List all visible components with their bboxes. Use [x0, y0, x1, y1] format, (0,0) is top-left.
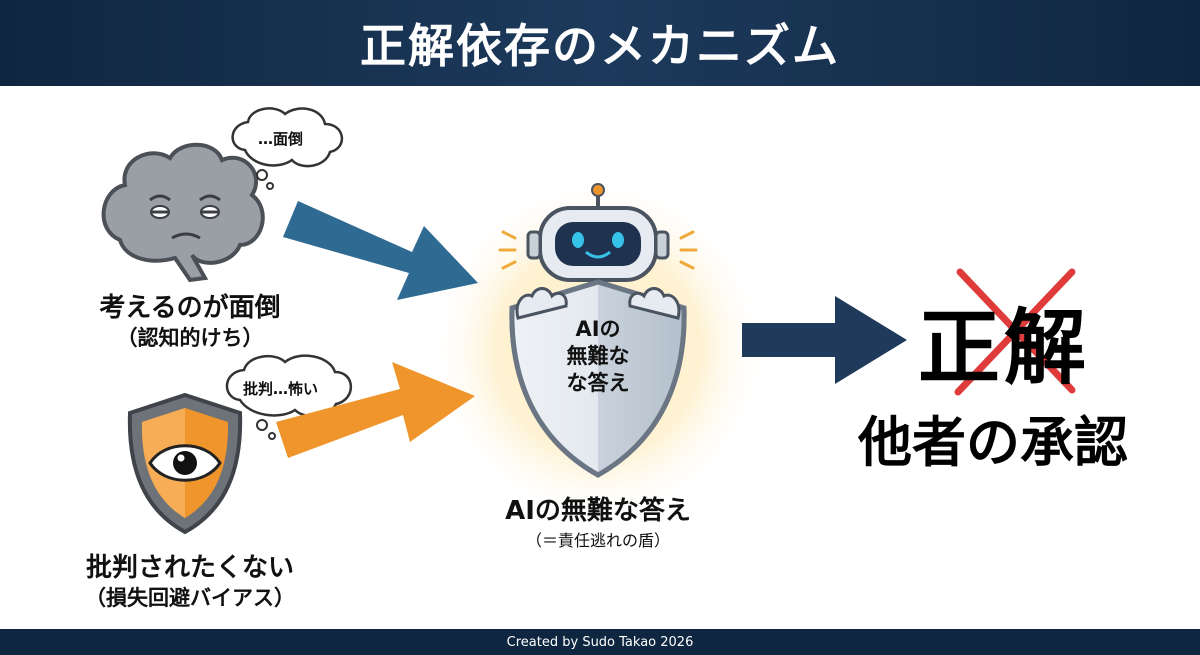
criticism-fear-label: 批判されたくない	[85, 553, 294, 583]
center-shield	[509, 279, 687, 478]
tired-brain-icon	[101, 142, 265, 283]
crossed-correct-answer: 正解	[918, 301, 1091, 396]
diagram-canvas	[101, 107, 1076, 535]
shield-text: AIの 無難な な答え	[548, 316, 648, 397]
robot-icon	[498, 183, 698, 282]
shield-line-2: 無難な	[566, 344, 630, 368]
shield-line-1: AIの	[575, 317, 621, 341]
credit-footer: Created by Sudo Takao 2026	[0, 629, 1200, 655]
shield-line-3: な答え	[566, 371, 630, 395]
cognitive-miser-sublabel: （認知的けち）	[116, 326, 264, 350]
eye-shield-icon	[127, 392, 243, 535]
red-x-icon	[954, 268, 1076, 396]
loss-aversion-sublabel: （損失回避バイアス）	[85, 586, 295, 610]
bubble-text-bottom: 批判…怖い	[243, 380, 319, 398]
bubble-text-top: …面倒	[258, 130, 304, 148]
thought-bubble-bottom	[225, 354, 352, 440]
blue-arrow	[283, 201, 478, 300]
title-banner: 正解依存のメカニズム	[0, 0, 1200, 86]
orange-arrow	[276, 362, 475, 458]
ai-safe-answer-label: AIの無難な答え	[505, 496, 691, 526]
responsibility-shield-sublabel: （＝責任逃れの盾）	[525, 531, 670, 550]
navy-arrow	[742, 296, 907, 384]
page-title: 正解依存のメカニズム	[360, 19, 840, 73]
thought-bubble-top	[231, 107, 343, 190]
cognitive-miser-label: 考えるのが面倒	[99, 293, 281, 323]
others-approval-label: 他者の承認	[858, 411, 1128, 474]
